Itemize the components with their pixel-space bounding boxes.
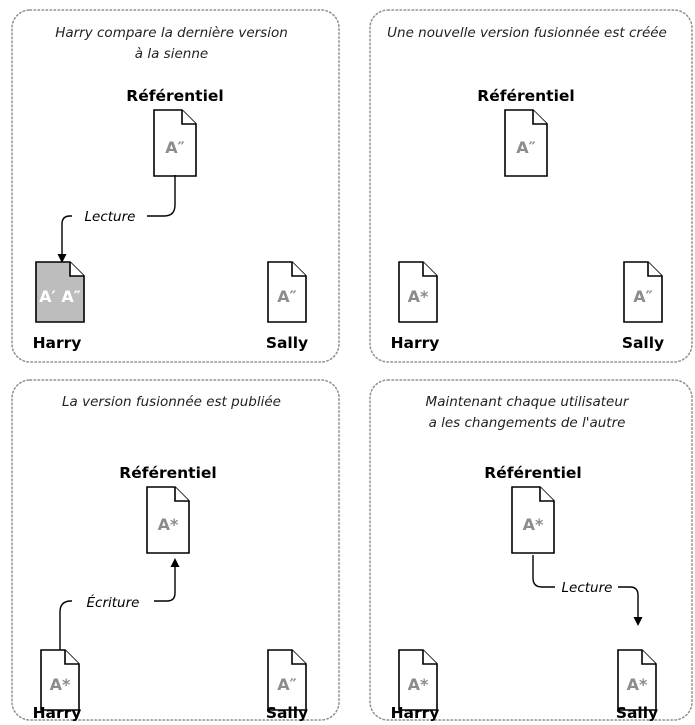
repository-doc-fold bbox=[539, 487, 554, 502]
repository-doc-version: A* bbox=[523, 515, 544, 534]
repository-label: Référentiel bbox=[126, 87, 223, 105]
arrow-line bbox=[532, 555, 555, 588]
sally-doc-page bbox=[623, 261, 663, 323]
sally-doc-fold bbox=[641, 650, 656, 665]
harry-doc-fold bbox=[422, 650, 437, 665]
repository-doc-fold bbox=[174, 487, 189, 502]
sally-doc-version: A″ bbox=[277, 287, 297, 306]
arrow-line bbox=[154, 563, 176, 602]
sally-label: Sally bbox=[622, 334, 664, 352]
harry-doc: A* bbox=[40, 649, 80, 711]
panel-3: La version fusionnée est publiéeRéférent… bbox=[11, 379, 340, 722]
harry-doc-page bbox=[398, 649, 438, 711]
repository-doc-page bbox=[511, 486, 555, 554]
harry-doc-version: A* bbox=[50, 675, 71, 694]
repository-doc: A″ bbox=[504, 109, 548, 177]
panel-caption-line: a les changements de l'autre bbox=[429, 415, 626, 431]
repository-label: Référentiel bbox=[484, 464, 581, 482]
sally-doc: A″ bbox=[267, 261, 307, 323]
panel-caption-line: à la sienne bbox=[135, 46, 208, 62]
harry-doc-version: A* bbox=[408, 287, 429, 306]
harry-doc-fold bbox=[64, 650, 79, 665]
arrow-head bbox=[57, 254, 67, 263]
harry-doc: A* bbox=[398, 649, 438, 711]
repository-doc: A* bbox=[146, 486, 190, 554]
sally-label: Sally bbox=[266, 334, 308, 352]
harry-doc-page bbox=[40, 649, 80, 711]
repository-label: Référentiel bbox=[477, 87, 574, 105]
sally-doc-page bbox=[617, 649, 657, 711]
harry-label: Harry bbox=[33, 704, 82, 722]
panel-caption-line: Maintenant chaque utilisateur bbox=[426, 394, 630, 410]
arrow-head bbox=[633, 617, 643, 626]
panel-1: Harry compare la dernière version à la si… bbox=[11, 9, 340, 363]
sally-doc-page bbox=[267, 261, 307, 323]
harry-doc: A* bbox=[398, 261, 438, 323]
harry-label: Harry bbox=[391, 704, 440, 722]
repository-doc-version: A* bbox=[158, 515, 179, 534]
sally-doc-version: A* bbox=[627, 675, 648, 694]
arrow-line bbox=[59, 600, 72, 650]
sally-doc: A* bbox=[617, 649, 657, 711]
repository-doc-page bbox=[146, 486, 190, 554]
panel-frame bbox=[369, 379, 693, 721]
panel-2: Une nouvelle version fusionnée est créée… bbox=[369, 9, 693, 363]
arrow-label: Lecture bbox=[562, 580, 613, 596]
sally-doc-fold bbox=[291, 650, 306, 665]
repository-doc: A* bbox=[511, 486, 555, 554]
arrow-line bbox=[618, 586, 639, 620]
panel-frame bbox=[369, 9, 693, 363]
transfer-arrow: Lecture bbox=[57, 175, 176, 263]
sally-label: Sally bbox=[266, 704, 308, 722]
panel-caption-line: La version fusionnée est publiée bbox=[62, 394, 281, 410]
arrow-line bbox=[61, 215, 72, 258]
transfer-arrow: Lecture bbox=[532, 555, 643, 626]
repository-doc-version: A″ bbox=[165, 138, 185, 157]
arrow-label: Lecture bbox=[85, 209, 136, 225]
harry-doc-page bbox=[35, 261, 85, 323]
harry-doc-version: A′ A″ bbox=[39, 287, 81, 306]
repository-doc-page bbox=[153, 109, 197, 177]
arrow-label: Écriture bbox=[87, 594, 140, 611]
arrow-line bbox=[147, 175, 176, 217]
sally-doc-page bbox=[267, 649, 307, 711]
repository-doc-fold bbox=[532, 110, 547, 125]
sally-doc: A″ bbox=[267, 649, 307, 711]
panel-caption-line: Harry compare la dernière version bbox=[55, 25, 288, 41]
repository-doc-version: A″ bbox=[516, 138, 536, 157]
sally-label: Sally bbox=[616, 704, 658, 722]
transfer-arrow: Écriture bbox=[59, 558, 180, 650]
harry-doc-fold bbox=[69, 262, 84, 277]
panel-4: Maintenant chaque utilisateur a les chang… bbox=[369, 379, 693, 722]
harry-doc-version: A* bbox=[408, 675, 429, 694]
repository-doc-page bbox=[504, 109, 548, 177]
repository-label: Référentiel bbox=[119, 464, 216, 482]
sally-doc-fold bbox=[647, 262, 662, 277]
sally-doc: A″ bbox=[623, 261, 663, 323]
sally-doc-version: A″ bbox=[277, 675, 297, 694]
arrow-head bbox=[170, 558, 180, 567]
sally-doc-fold bbox=[291, 262, 306, 277]
repository-doc: A″ bbox=[153, 109, 197, 177]
panel-caption-line: Une nouvelle version fusionnée est créée bbox=[387, 25, 667, 41]
harry-doc-fold bbox=[422, 262, 437, 277]
panel-frame bbox=[11, 9, 340, 363]
repository-doc-fold bbox=[181, 110, 196, 125]
harry-doc-page bbox=[398, 261, 438, 323]
harry-label: Harry bbox=[33, 334, 82, 352]
sally-doc-version: A″ bbox=[633, 287, 653, 306]
harry-label: Harry bbox=[391, 334, 440, 352]
harry-doc: A′ A″ bbox=[35, 261, 85, 323]
panel-frame bbox=[11, 379, 340, 721]
